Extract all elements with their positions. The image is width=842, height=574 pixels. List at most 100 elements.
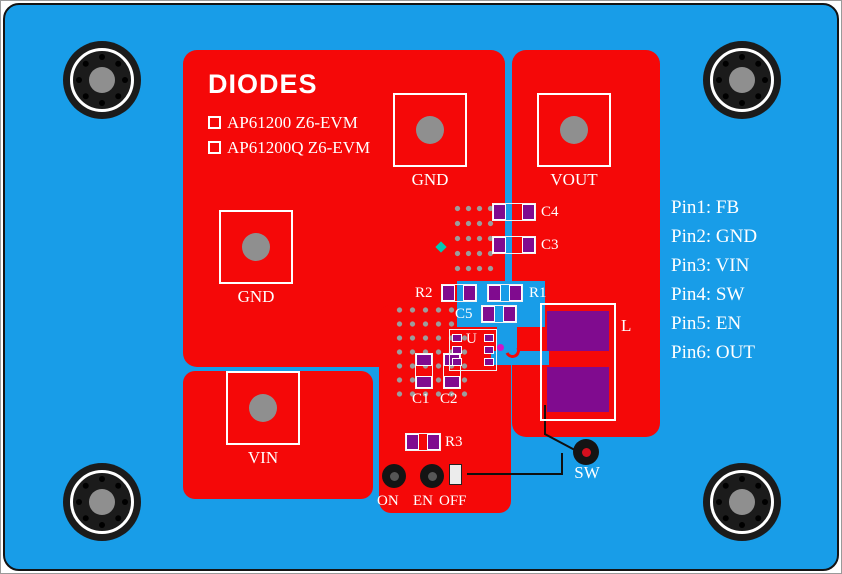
refdes-l: L [621,316,632,335]
pinout-line-5: Pin5: EN [671,313,742,334]
smd-pad [522,237,535,253]
smd-pad [442,285,455,301]
refdes-c1: C1 [412,391,430,407]
label-vin: VIN [247,448,279,467]
via-dot [739,54,745,60]
component-r3 [405,433,441,451]
pinout-line-2: Pin2: GND [671,226,758,247]
label-jumper-off: OFF [439,493,467,509]
smd-pad [452,358,462,366]
smd-pad [484,334,494,342]
smd-pad [493,237,506,253]
via-dot [762,77,768,83]
pad-vin [226,371,300,445]
component-u-ic [449,329,497,371]
drill-hole [242,233,270,261]
via-dot [99,54,105,60]
trace-black-3 [467,473,563,475]
via-dot [99,476,105,482]
smd-pad [482,306,495,322]
via-dot [99,100,105,106]
via-dot [122,77,128,83]
via-dot [739,476,745,482]
drill-hole [416,116,444,144]
smd-pad [493,204,506,220]
via-dot [716,499,722,505]
smd-pad [484,346,494,354]
trace-sw-to-inductor [491,351,549,365]
smd-pad [484,358,494,366]
smd-pad [452,346,462,354]
label-variant-2: AP61200Q Z6-EVM [227,138,371,157]
via-dot [716,77,722,83]
via-dot [122,499,128,505]
refdes-r1: R1 [529,285,547,301]
mounting-hole-bottom-right [703,463,781,541]
smd-pad [522,204,535,220]
label-gnd-top: GND [411,170,449,189]
pinout-line-1: Pin1: FB [671,197,740,218]
jumper-pad-en [420,464,444,488]
diodes-logo-text: DIODES [208,69,318,99]
drill-hole [560,116,588,144]
pinout-line-4: Pin4: SW [671,284,745,305]
variant-checkbox-2 [208,141,221,154]
component-r1 [487,284,523,302]
drill-hole [249,394,277,422]
hole-ring [710,48,774,112]
trace-black-4 [561,453,563,473]
smd-pad [488,285,501,301]
via-array-top [452,201,497,275]
label-jumper-en: EN [413,493,433,509]
pcb-board: GND VOUT GND VIN C4 C3 R2 R1 C5 U C1 C2 … [3,3,839,571]
refdes-r3: R3 [445,434,463,450]
drill-hole [389,471,399,481]
testpoint-sw [573,439,599,465]
component-c5 [481,305,517,323]
via-dot [99,522,105,528]
component-c1 [415,353,433,389]
hole-ring [70,470,134,534]
inductor-pad-top [547,311,609,351]
hole-center [729,489,755,515]
mounting-hole-top-right [703,41,781,119]
pad-gnd-top [393,93,467,167]
smd-pad [509,285,522,301]
jumper-pad-on [382,464,406,488]
component-c4 [492,203,536,221]
refdes-r2: R2 [415,285,433,301]
hole-center [89,67,115,93]
smd-pad [416,354,432,366]
via-dot [739,100,745,106]
label-vout: VOUT [550,170,598,189]
smd-pad [406,434,419,450]
smd-pad [416,376,432,388]
via-dot [739,522,745,528]
copper-pour-vin [183,371,373,499]
diodes-logo: DIODES [208,71,318,98]
trace-red-4 [431,451,434,467]
mounting-hole-top-left [63,41,141,119]
pad-gnd-left [219,210,293,284]
via-dot [762,499,768,505]
refdes-c3: C3 [541,237,559,253]
logo-triangle-icon [214,80,223,90]
smd-pad [427,434,440,450]
hole-center [729,67,755,93]
hole-ring [710,470,774,534]
component-r2 [441,284,477,302]
refdes-c5: C5 [455,306,473,322]
pinout-line-6: Pin6: OUT [671,342,755,363]
smd-pad [452,334,462,342]
inductor-pad-bottom [547,367,609,412]
refdes-c2: C2 [440,391,458,407]
refdes-u: U [466,331,477,347]
component-c3 [492,236,536,254]
pinout-legend: Pin1: FB Pin2: GND Pin3: VIN Pin4: SW Pi… [671,197,757,371]
smd-pad [503,306,516,322]
label-sw: SW [574,463,600,482]
jumper-pad-off [449,464,462,485]
via-dot [76,77,82,83]
smd-pad [463,285,476,301]
